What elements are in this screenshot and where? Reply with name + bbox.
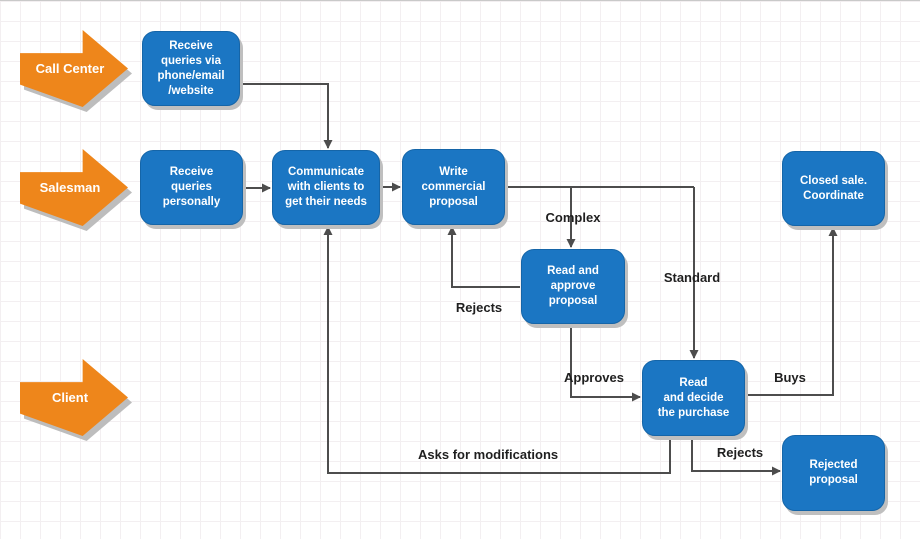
lane-client: Client	[20, 359, 132, 441]
connector-callcenter-to-communicate	[240, 83, 333, 149]
edge-label-approves: Approves	[564, 370, 624, 385]
connector-rejects-to-write	[447, 226, 520, 288]
node-receive-queries-personally: Receive queries personally	[140, 150, 243, 225]
edge-label-asks-for-modifications: Asks for modifications	[418, 447, 559, 462]
connector-approves-to-decide	[570, 324, 641, 402]
node-write-commercial-proposal: Write commercial proposal	[402, 149, 505, 225]
edge-label-standard: Standard	[663, 270, 721, 285]
lane-client-label: Client	[51, 390, 89, 405]
edge-label-buys: Buys	[774, 370, 806, 385]
lane-call-center-label: Call Center	[35, 61, 105, 76]
node-read-decide-purchase: Read and decide the purchase	[642, 360, 745, 436]
edge-label-complex: Complex	[545, 210, 601, 225]
node-communicate-with-clients: Communicate with clients to get their ne…	[272, 150, 380, 225]
node-rejected-proposal: Rejected proposal	[782, 435, 885, 511]
node-read-approve-proposal: Read and approve proposal	[521, 249, 625, 324]
lane-call-center: Call Center	[20, 30, 132, 112]
edge-label-rejects-purchase: Rejects	[716, 445, 764, 460]
edge-label-rejects-proposal: Rejects	[455, 300, 503, 315]
lane-salesman-label: Salesman	[39, 180, 101, 195]
lane-salesman: Salesman	[20, 149, 132, 231]
node-closed-sale: Closed sale. Coordinate	[782, 151, 885, 226]
node-receive-queries-channels: Receive queries via phone/email /website	[142, 31, 240, 106]
